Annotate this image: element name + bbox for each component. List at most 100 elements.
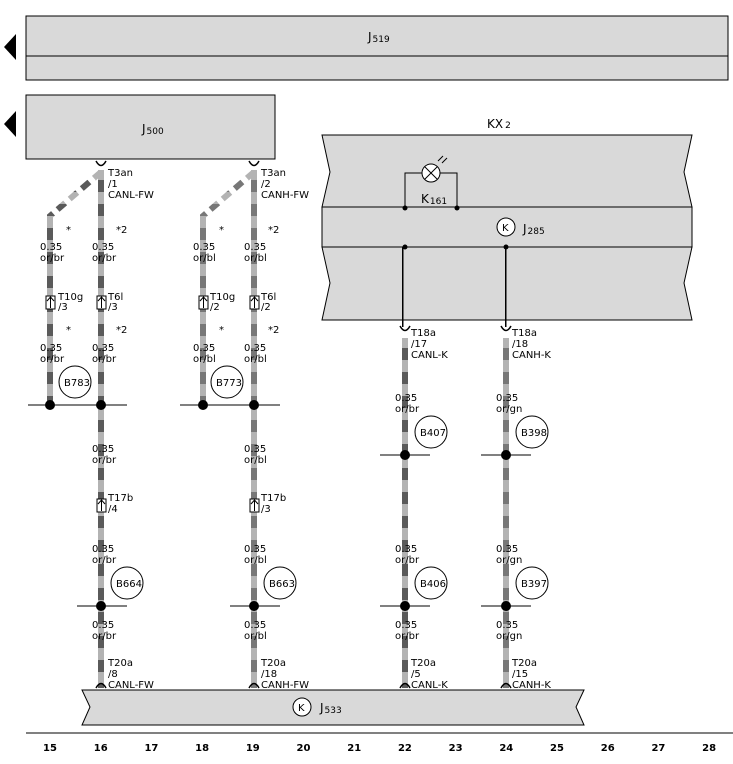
svg-text:/1: /1 (108, 179, 118, 190)
k-badge: K (502, 223, 509, 234)
column-number: 26 (601, 743, 615, 754)
svg-text:J533: J533 (319, 701, 342, 716)
svg-text:0.35: 0.35 (496, 620, 518, 631)
column-number: 28 (702, 743, 716, 754)
svg-text:0.35: 0.35 (193, 343, 215, 354)
wires (47, 169, 509, 688)
svg-text:T20a: T20a (107, 658, 133, 669)
svg-text:/2: /2 (210, 302, 220, 313)
k-badge: K (298, 703, 305, 714)
svg-text:J500: J500 (141, 122, 164, 137)
svg-text:0.35: 0.35 (92, 444, 114, 455)
svg-text:T17b: T17b (260, 493, 286, 504)
svg-text:*: * (219, 325, 224, 336)
column-number: 23 (449, 743, 463, 754)
svg-text:0.35: 0.35 (395, 620, 417, 631)
svg-text:0.35: 0.35 (395, 393, 417, 404)
column-number: 20 (297, 743, 311, 754)
splice-b783: B783 (64, 378, 90, 389)
splice-b663: B663 (269, 579, 295, 590)
svg-text:or/br: or/br (395, 631, 420, 642)
column-number: 16 (94, 743, 108, 754)
column-number: 21 (347, 743, 361, 754)
svg-text:T10g: T10g (209, 292, 235, 303)
svg-text:T20a: T20a (260, 658, 286, 669)
gateway-j533: K J533 (81, 689, 585, 726)
svg-text:T17b: T17b (107, 493, 133, 504)
svg-text:0.35: 0.35 (496, 544, 518, 555)
svg-text:CANL-K: CANL-K (411, 350, 448, 361)
svg-text:/18: /18 (261, 669, 277, 680)
svg-text:/3: /3 (58, 302, 68, 313)
inline-connectors (45, 295, 260, 513)
svg-text:/8: /8 (108, 669, 118, 680)
component-name: J (367, 30, 372, 44)
splice-junctions (28, 400, 531, 611)
svg-text:/17: /17 (411, 339, 427, 350)
pin-symbols (95, 160, 512, 689)
svg-text:0.35: 0.35 (92, 544, 114, 555)
svg-text:T6l: T6l (260, 292, 276, 303)
svg-text:/2: /2 (261, 179, 271, 190)
column-number: 22 (398, 743, 412, 754)
svg-text:/15: /15 (512, 669, 528, 680)
svg-text:or/bl: or/bl (193, 253, 216, 264)
splice-b407: B407 (420, 428, 446, 439)
svg-text:CANH-FW: CANH-FW (261, 680, 309, 691)
svg-text:or/bl: or/bl (193, 354, 216, 365)
splice-labels[interactable]: B783 B773 B407 B398 B664 B663 B406 B397 (58, 365, 549, 600)
splice-b398: B398 (521, 428, 547, 439)
svg-text:CANL-FW: CANL-FW (108, 680, 154, 691)
svg-text:/3: /3 (108, 302, 118, 313)
svg-text:/18: /18 (512, 339, 528, 350)
svg-text:/2: /2 (261, 302, 271, 313)
svg-text:0.35: 0.35 (92, 620, 114, 631)
svg-text:*: * (66, 325, 71, 336)
control-unit-j285: K J285 (496, 217, 545, 237)
column-number: 27 (651, 743, 665, 754)
svg-text:CANL-FW: CANL-FW (108, 190, 154, 201)
page-ref-arrow-icon[interactable] (4, 111, 16, 137)
splice-b773: B773 (216, 378, 242, 389)
svg-text:*: * (219, 225, 224, 236)
footnote-marks: **2 **2 **2 **2 (66, 225, 279, 336)
svg-text:T18a: T18a (511, 328, 537, 339)
svg-text:or/br: or/br (92, 354, 117, 365)
svg-text:CANH-FW: CANH-FW (261, 190, 309, 201)
svg-text:J285: J285 (522, 222, 545, 237)
svg-text:/4: /4 (108, 504, 118, 515)
control-unit-j500: J500 (25, 94, 276, 160)
svg-text:or/bl: or/bl (244, 455, 267, 466)
svg-text:*2: *2 (116, 225, 127, 236)
svg-text:0.35: 0.35 (244, 544, 266, 555)
svg-text:0.35: 0.35 (40, 242, 62, 253)
svg-text:or/gn: or/gn (496, 404, 522, 415)
svg-text:CANL-K: CANL-K (411, 680, 448, 691)
svg-text:/3: /3 (261, 504, 271, 515)
svg-text:0.35: 0.35 (40, 343, 62, 354)
svg-text:or/bl: or/bl (244, 253, 267, 264)
column-number: 25 (550, 743, 564, 754)
column-number: 17 (144, 743, 158, 754)
svg-text:0.35: 0.35 (92, 343, 114, 354)
svg-text:0.35: 0.35 (244, 242, 266, 253)
svg-text:or/br: or/br (40, 354, 65, 365)
warning-lamp-k161: K161 (402, 155, 460, 211)
svg-text:T3an: T3an (260, 168, 286, 179)
svg-text:or/br: or/br (92, 631, 117, 642)
page-ref-arrow-icon[interactable] (4, 34, 16, 60)
svg-text:CANH-K: CANH-K (512, 350, 551, 361)
svg-text:T20a: T20a (410, 658, 436, 669)
svg-text:or/br: or/br (92, 253, 117, 264)
svg-text:0.35: 0.35 (193, 242, 215, 253)
svg-text:or/gn: or/gn (496, 631, 522, 642)
splice-b664: B664 (116, 579, 142, 590)
svg-text:T18a: T18a (410, 328, 436, 339)
svg-text:or/bl: or/bl (244, 555, 267, 566)
